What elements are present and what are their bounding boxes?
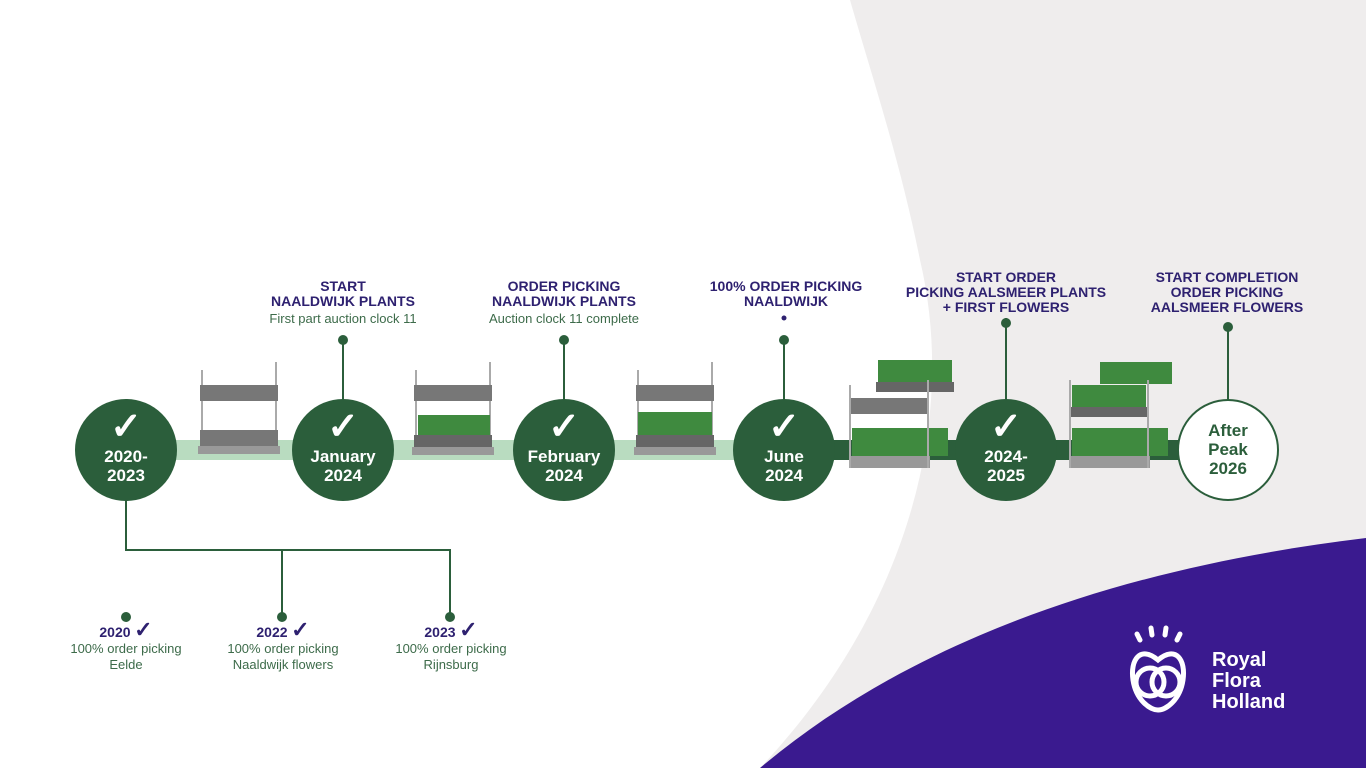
sub-milestone-text: 100% order picking: [70, 641, 182, 656]
heading-line: START ORDER: [955, 269, 1057, 285]
check-icon: ✓: [990, 406, 1022, 448]
sub-milestone-year: 2023: [424, 624, 456, 640]
sub-milestone-text: Eelde: [109, 657, 143, 672]
sub-milestone-year: 2022: [256, 624, 288, 640]
sub-milestone-text: Rijnsburg: [423, 657, 479, 672]
milestone-label: 2024-: [984, 447, 1028, 466]
milestone-subtext: First part auction clock 11: [269, 311, 417, 326]
milestone-label: 2025: [987, 466, 1025, 485]
check-icon: ✓: [548, 406, 580, 448]
check-icon: ✓: [768, 406, 800, 448]
heading-line: AALSMEER FLOWERS: [1150, 299, 1304, 315]
milestone-heading-jan-2024: START NAALDWIJK PLANTS First part auctio…: [269, 278, 417, 327]
check-icon: ✓: [291, 617, 310, 642]
milestone-label: 2026: [1209, 459, 1247, 478]
milestone-label: 2024: [545, 466, 583, 485]
heading-line: NAALDWIJK PLANTS: [492, 293, 636, 309]
royal-flora-holland-logo-text: Royal Flora Holland: [1212, 650, 1285, 713]
royal-flora-holland-logo-mark: [1129, 625, 1187, 713]
heading-line: START: [320, 278, 366, 294]
milestone-heading-feb-2024: ORDER PICKING NAALDWIJK PLANTS Auction c…: [488, 278, 640, 327]
trolley-partial-plants: [412, 362, 494, 455]
milestone-heading-after-peak: START COMPLETION ORDER PICKING AALSMEER …: [1151, 270, 1303, 315]
milestone-label: January: [310, 447, 376, 466]
heading-line: + FIRST FLOWERS: [942, 299, 1070, 315]
connectors: [125, 318, 1229, 617]
logo-line: Royal: [1212, 649, 1267, 671]
heading-line: START COMPLETION: [1155, 269, 1299, 285]
milestone-heading-jun-2024: 100% ORDER PICKING NAALDWIJK: [710, 279, 862, 309]
sub-milestone-2020: 2020 ✓ 100% order picking Eelde: [70, 619, 182, 673]
sub-milestone-text: 100% order picking: [227, 641, 339, 656]
trolley-stack-1: [849, 360, 954, 468]
milestone-label: 2024: [324, 466, 362, 485]
milestone-subtext: Auction clock 11 complete: [488, 311, 640, 326]
heading-line: NAALDWIJK: [743, 293, 828, 309]
milestone-label: Peak: [1208, 440, 1248, 459]
sub-milestone-2023: 2023 ✓ 100% order picking Rijnsburg: [395, 619, 507, 673]
purple-corner: [760, 538, 1366, 768]
trolley-full-plants: [634, 362, 716, 455]
milestone-label: 2023: [107, 466, 145, 485]
check-icon: ✓: [459, 617, 478, 642]
logo-line: Flora: [1212, 670, 1261, 692]
check-icon: ✓: [110, 406, 142, 448]
milestone-label: After: [1208, 421, 1248, 440]
milestone-label: June: [764, 447, 804, 466]
heading-line: NAALDWIJK PLANTS: [271, 293, 415, 309]
milestone-label: 2024: [765, 466, 803, 485]
heading-line: PICKING AALSMEER PLANTS: [905, 284, 1107, 300]
milestone-2020-2023: ✓ 2020-2023: [75, 399, 177, 501]
sub-milestone-year: 2020: [99, 624, 131, 640]
connector-dots: [121, 315, 1233, 622]
milestone-label: February: [527, 447, 601, 466]
sub-milestone-text: Naaldwijk flowers: [232, 657, 334, 672]
check-icon: ✓: [134, 617, 153, 642]
trolley-stack-2: [1069, 362, 1172, 468]
heading-line: ORDER PICKING: [1170, 284, 1284, 300]
heading-line: ORDER PICKING: [507, 278, 621, 294]
sub-milestone-text: 100% order picking: [395, 641, 507, 656]
heading-line: 100% ORDER PICKING: [709, 278, 863, 294]
sub-milestone-2022: 2022 ✓ 100% order picking Naaldwijk flow…: [227, 619, 339, 673]
milestone-2024-2025: ✓ 2024-2025: [955, 399, 1057, 501]
check-icon: ✓: [327, 406, 359, 448]
trolley-empty: [198, 362, 280, 454]
milestone-label: 2020-: [104, 447, 148, 466]
milestone-heading-2024-2025: START ORDER PICKING AALSMEER PLANTS + FI…: [906, 270, 1106, 315]
logo-line: Holland: [1212, 691, 1286, 713]
